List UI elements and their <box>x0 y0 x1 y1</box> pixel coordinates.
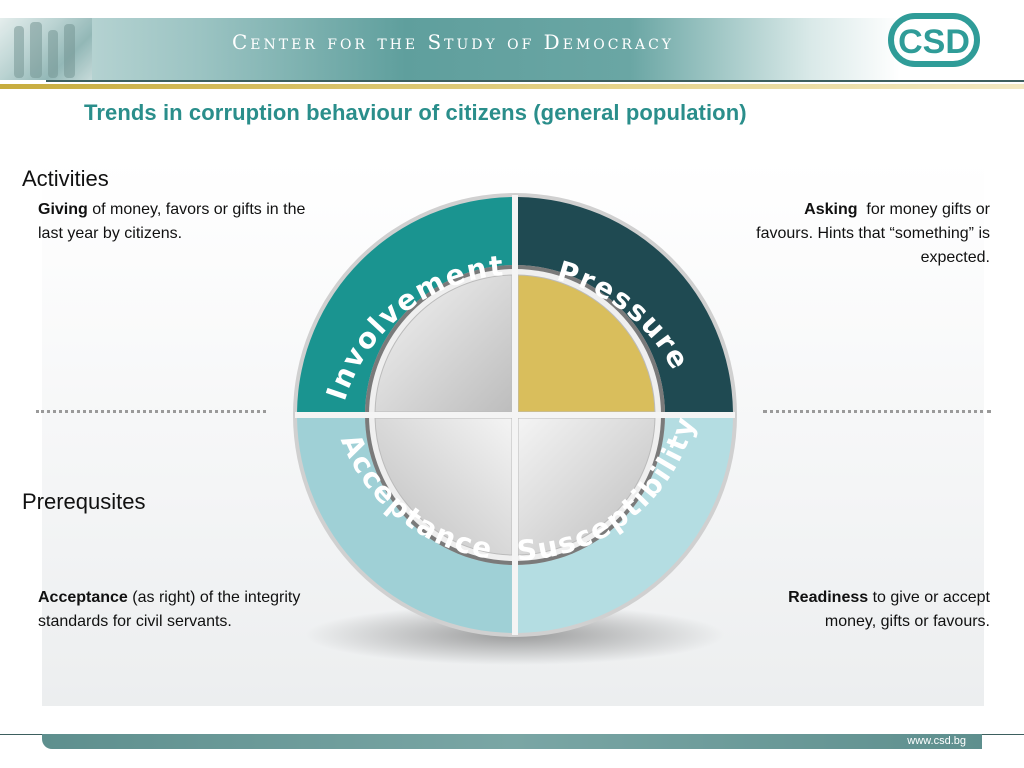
segment-involvement <box>297 197 512 412</box>
acceptance-description: Acceptance (as right) of the integrity s… <box>38 586 308 634</box>
inner-quarter-involvement <box>374 274 513 413</box>
activities-label: Activities <box>22 166 109 191</box>
org-name: Center for the Study of Democracy <box>232 30 675 54</box>
asking-text: for money gifts or favours. Hints that “… <box>756 201 995 266</box>
prerequisites-label: Prerequsites <box>22 489 146 514</box>
segment-pressure <box>518 197 733 412</box>
asking-description: Asking for money gifts or favours. Hints… <box>748 198 990 270</box>
giving-text: of money, favors or gifts in the last ye… <box>38 201 306 242</box>
csd-logo: CSD <box>888 13 980 67</box>
header-divider <box>46 80 1024 82</box>
segment-acceptance <box>297 418 512 633</box>
dotted-divider-left <box>36 410 266 413</box>
readiness-term: Readiness <box>788 589 869 606</box>
gold-accent-line <box>0 84 1024 89</box>
horizontal-divider <box>295 412 735 418</box>
giving-term: Giving <box>38 201 88 218</box>
giving-description: Giving of money, favors or gifts in the … <box>38 198 328 246</box>
slide-title: Trends in corruption behaviour of citize… <box>84 100 747 125</box>
readiness-description: Readiness to give or accept money, gifts… <box>760 586 990 634</box>
footer-bar <box>42 734 982 749</box>
inner-quarter-acceptance <box>374 417 513 556</box>
footer-url: www.csd.bg <box>907 735 966 747</box>
asking-term: Asking <box>804 201 858 218</box>
segment-susceptibility <box>518 418 733 633</box>
dotted-divider-right <box>763 410 991 413</box>
acceptance-text: (as right) of the integrity standards fo… <box>38 589 301 630</box>
inner-quarter-susceptibility <box>517 417 656 556</box>
inner-quarter-pressure <box>517 274 656 413</box>
acceptance-term: Acceptance <box>38 589 128 606</box>
header-band <box>0 18 900 80</box>
readiness-text: to give or accept money, gifts or favour… <box>824 589 990 630</box>
header-photo <box>0 18 92 80</box>
logo-text: CSD <box>898 23 970 61</box>
